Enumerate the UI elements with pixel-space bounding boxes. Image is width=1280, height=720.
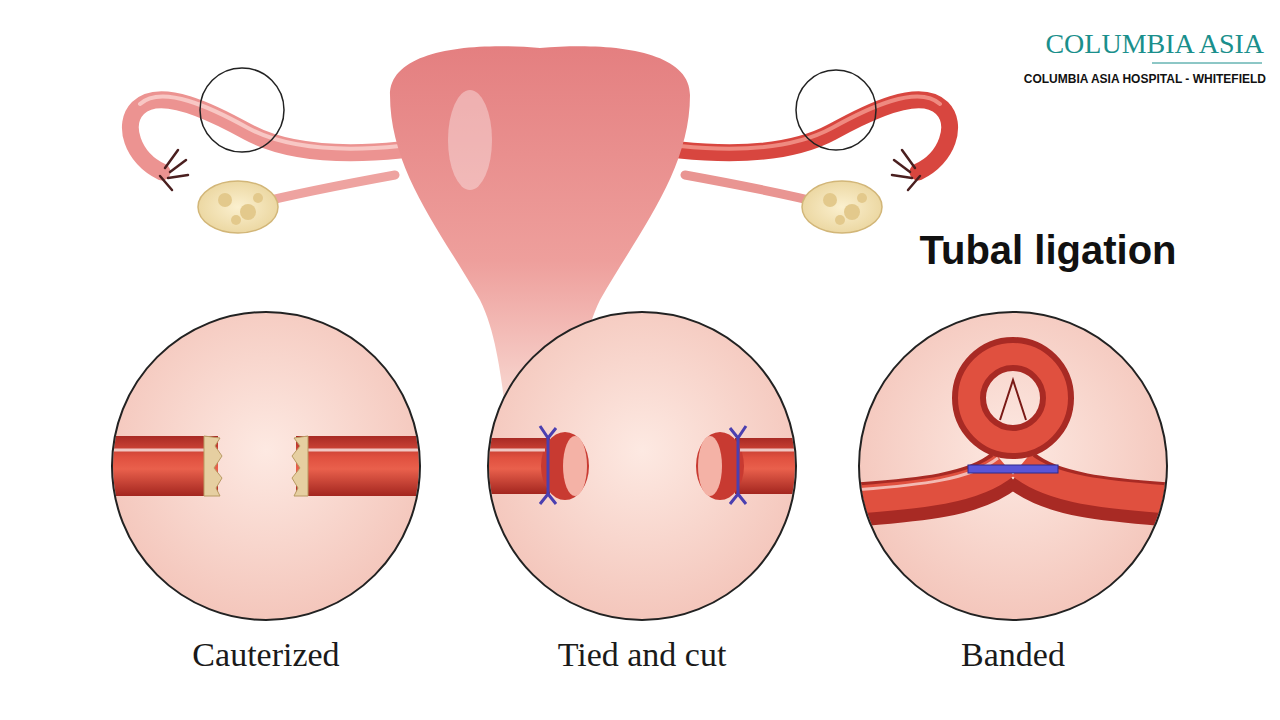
method-caption: Tied and cut bbox=[558, 636, 727, 674]
cauterized-inset bbox=[100, 312, 436, 620]
logo-rule bbox=[1152, 63, 1262, 64]
method-caption: Banded bbox=[961, 636, 1065, 674]
logo-wordmark: COLUMBIA ASIA bbox=[1045, 28, 1264, 60]
banded-inset bbox=[850, 312, 1176, 620]
method-caption: Cauterized bbox=[192, 636, 339, 674]
tied-cut-inset bbox=[480, 312, 825, 620]
logo-subtitle: COLUMBIA ASIA HOSPITAL - WHITEFIELD bbox=[1024, 72, 1266, 86]
diagram-title: Tubal ligation bbox=[919, 228, 1176, 273]
